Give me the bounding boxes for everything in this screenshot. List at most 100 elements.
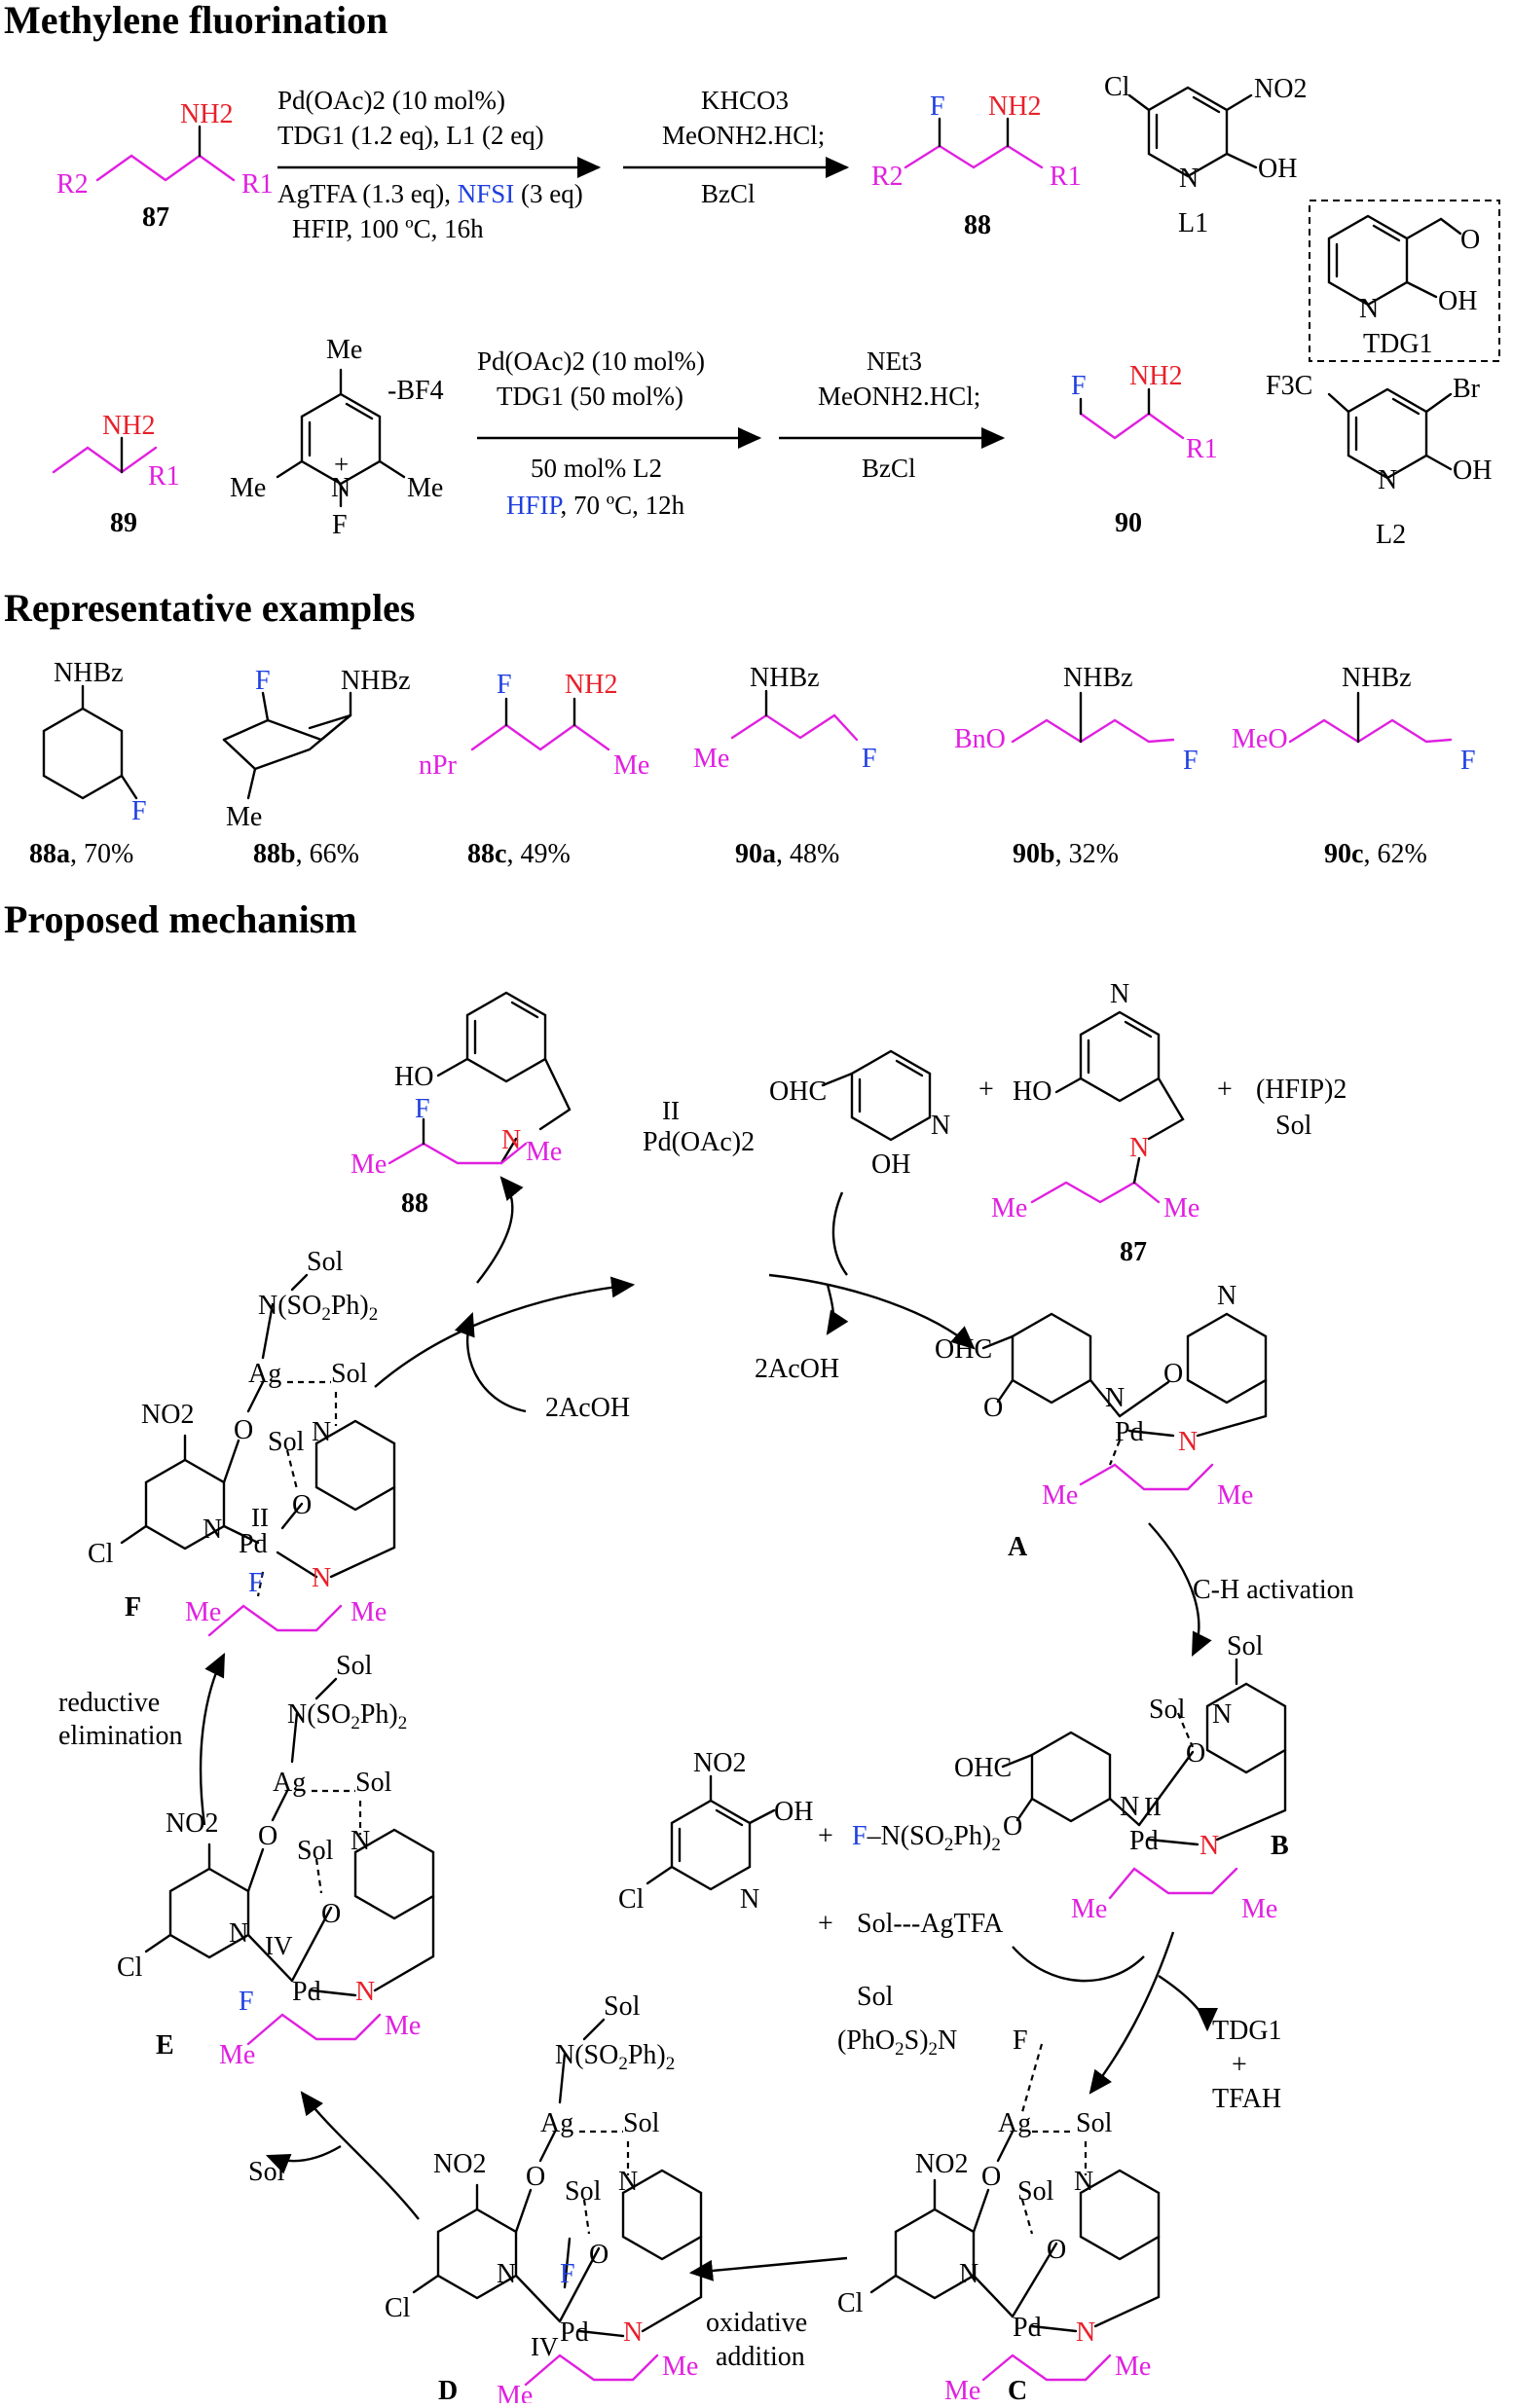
ligand-l2: F3C Br OH N L2 <box>1266 371 1492 550</box>
intF-sol-2: Sol <box>268 1427 305 1457</box>
intB-o2: O <box>1186 1738 1205 1769</box>
reag-n: N <box>740 1884 759 1915</box>
intD-n-py: N <box>618 2167 638 2197</box>
ex88a-nhbz: NHBz <box>54 658 124 688</box>
s2-cond-line1: Pd(OAc)2 (10 mol%) <box>477 347 705 376</box>
prod88-nh2: NH2 <box>988 91 1041 122</box>
intF-n: N <box>203 1514 222 1545</box>
intD-o: O <box>526 2162 545 2192</box>
intD-n-imine: N <box>623 2317 643 2348</box>
scheme2-conditions: Pd(OAc)2 (10 mol%) TDG1 (50 mol%) 50 mol… <box>477 347 1006 520</box>
l1-label: L1 <box>1178 208 1208 238</box>
intF-sol-top: Sol <box>307 1247 344 1277</box>
mech-hfip: (HFIP)2 <box>1256 1075 1347 1105</box>
mech87-label: 87 <box>1120 1237 1147 1267</box>
ex90c-nhbz: NHBz <box>1342 663 1412 693</box>
intB-sol: Sol <box>1227 1631 1264 1661</box>
ex88b-me: Me <box>226 802 262 832</box>
intB-n: N <box>1120 1792 1139 1822</box>
l1-cl: Cl <box>1104 72 1130 102</box>
tdg1-o: O <box>1460 225 1480 255</box>
intF-me-left: Me <box>185 1597 221 1627</box>
mech-plus-1: + <box>978 1075 994 1105</box>
intA-n-py: N <box>1217 1281 1236 1311</box>
intD-cl: Cl <box>385 2293 411 2323</box>
ex88b-f: F <box>255 666 271 696</box>
mech88-me-right: Me <box>526 1137 562 1167</box>
mechanism-arrows: 2AcOH 2AcOH C-H activation oxidative add… <box>58 1176 1354 2372</box>
intB-sol-2: Sol <box>1149 1695 1186 1725</box>
ex88c-caption: 88c, 49% <box>467 839 571 869</box>
mech88-me-left: Me <box>351 1149 387 1180</box>
intC-f: F <box>1013 2025 1028 2056</box>
intE-sol-2: Sol <box>297 1836 334 1866</box>
intA-label: A <box>1008 1532 1028 1562</box>
scheme1-product: F NH2 R1 R2 88 <box>871 91 1082 240</box>
intF-n-py: N <box>312 1417 331 1447</box>
intC-label: C <box>1008 2376 1027 2403</box>
intC-me-right: Me <box>1115 2352 1151 2382</box>
ex90c-meo: MeO <box>1232 724 1288 754</box>
byproduct-tfah: TFAH <box>1212 2084 1281 2114</box>
reag-agtfa: Sol---AgTFA <box>857 1909 1004 1939</box>
intA-o: O <box>983 1393 1003 1423</box>
reag-no2: NO2 <box>693 1748 746 1778</box>
intE-o: O <box>258 1821 277 1851</box>
prod90-f: F <box>1071 371 1087 401</box>
intE-o2: O <box>321 1899 341 1929</box>
intF-nfsi: N(SO2Ph)2 <box>258 1291 378 1325</box>
mech87-ho: HO <box>1013 1076 1052 1107</box>
scheme1-conditions: Pd(OAc)2 (10 mol%) TDG1 (1.2 eq), L1 (2 … <box>277 86 850 243</box>
ex88c-npr: nPr <box>419 750 458 781</box>
s1-cond-line4: HFIP, 100 ºC, 16h <box>292 214 484 243</box>
intD-ag: Ag <box>540 2108 573 2138</box>
mech-2acoh-release: 2AcOH <box>755 1354 839 1384</box>
reagent-me-top: Me <box>326 335 362 365</box>
intF-o2: O <box>292 1490 312 1520</box>
intE-iv: IV <box>265 1931 293 1960</box>
s1-workup-line2: MeONH2.HCl; <box>662 121 825 150</box>
ex88c-nh2: NH2 <box>565 670 617 700</box>
intC-n-py: N <box>1074 2167 1093 2197</box>
intE-ag: Ag <box>273 1768 306 1798</box>
scheme2-product: F NH2 R1 90 <box>1071 361 1218 538</box>
intermediate-b: Sol Sol OHC O N O N II Pd N Me Me B <box>954 1631 1289 1924</box>
intD-sol-2: Sol <box>565 2176 602 2207</box>
sm89-label: 89 <box>110 508 137 538</box>
intE-label: E <box>156 2030 174 2061</box>
ex88b-caption: 88b, 66% <box>253 839 359 869</box>
intF-o: O <box>234 1415 253 1445</box>
intD-label: D <box>438 2376 458 2403</box>
intE-cl: Cl <box>117 1952 143 1983</box>
ex88c-me: Me <box>613 750 649 781</box>
step-oxidative: oxidative <box>706 2308 807 2338</box>
intD-no2: NO2 <box>433 2149 486 2179</box>
reagent-bf4: -BF4 <box>387 376 444 406</box>
intF-ag: Ag <box>248 1359 281 1389</box>
byproduct-plus: + <box>1232 2050 1247 2080</box>
intC-n: N <box>959 2259 978 2289</box>
mech88-f: F <box>415 1094 430 1124</box>
prod90-label: 90 <box>1115 508 1142 538</box>
step-addition: addition <box>716 2342 805 2372</box>
ex88c-f: F <box>497 670 512 700</box>
prod88-f: F <box>930 91 945 122</box>
reagent-me-left: Me <box>230 473 266 503</box>
intB-me-right: Me <box>1241 1894 1277 1924</box>
l1-n: N <box>1179 164 1199 194</box>
byproduct-tdg1: TDG1 <box>1212 2016 1282 2046</box>
s1-workup-line3: BzCl <box>701 179 756 208</box>
intF-f: F <box>248 1568 264 1598</box>
tdg1-box: O OH N TDG1 <box>1309 200 1500 362</box>
ex90c-f: F <box>1460 746 1476 776</box>
reagent-plus: + <box>334 450 349 479</box>
intA-o2: O <box>1163 1359 1183 1389</box>
intF-sol: Sol <box>331 1359 368 1389</box>
intA-pd: Pd <box>1115 1417 1144 1447</box>
intE-n-py: N <box>351 1826 370 1856</box>
intE-me-left: Me <box>219 2040 255 2070</box>
sm87-r1: R1 <box>241 169 274 200</box>
ex88b-nhbz: NHBz <box>341 666 411 696</box>
intD-nfsi: N(SO2Ph)2 <box>555 2040 675 2074</box>
